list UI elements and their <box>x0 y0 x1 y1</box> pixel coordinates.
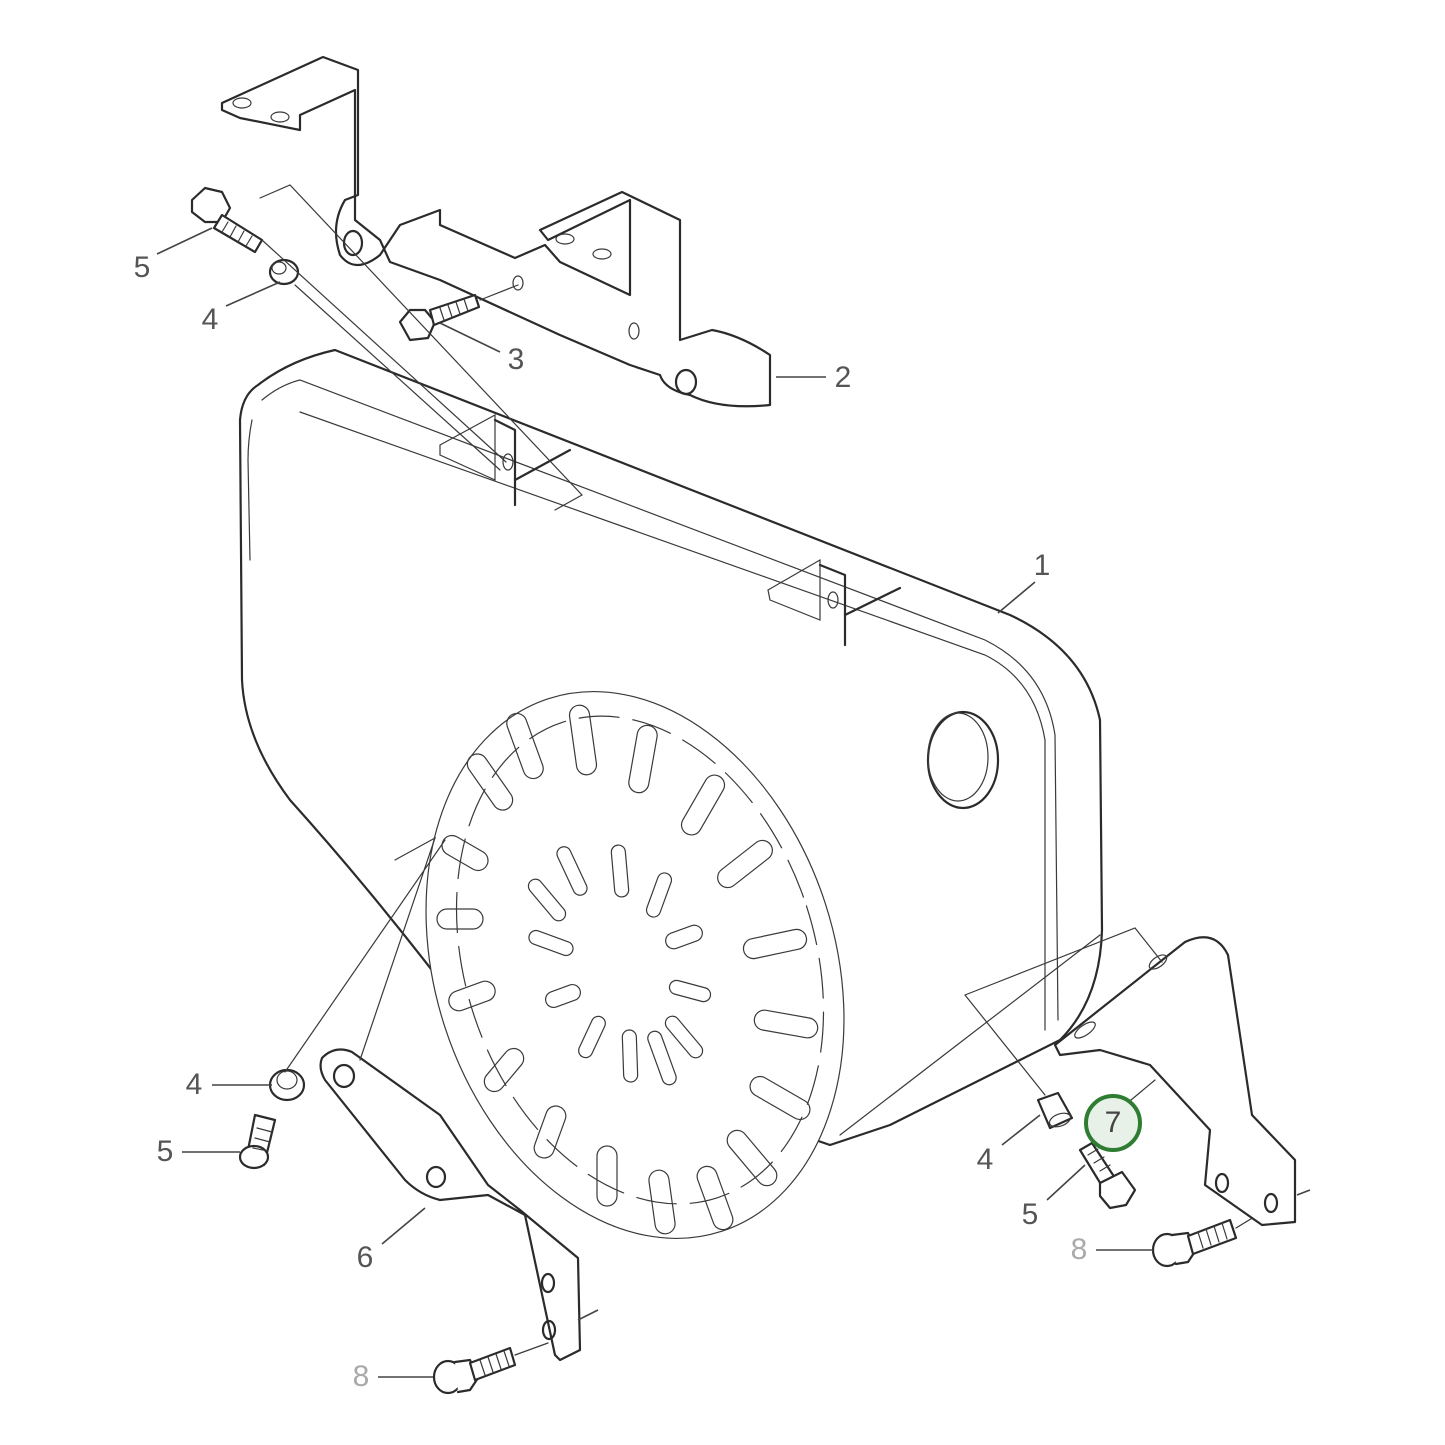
label-part-2[interactable]: 2 <box>834 361 852 394</box>
left-bracket-part-6[interactable] <box>319 1048 582 1362</box>
bolt-part-8-left[interactable] <box>432 1342 549 1395</box>
bolt-part-5-top[interactable] <box>190 186 264 254</box>
bolt-part-5-right[interactable] <box>1078 1141 1137 1210</box>
bolt-part-8-right[interactable] <box>1151 1205 1273 1268</box>
spacer-part-4-left[interactable] <box>268 1068 306 1102</box>
label-part-5-left[interactable]: 5 <box>156 1135 174 1168</box>
label-part-5-top[interactable]: 5 <box>133 251 151 284</box>
top-bracket-part-2[interactable] <box>220 55 772 408</box>
selected-callout-part-7[interactable]: 7 <box>1084 1094 1142 1152</box>
label-part-1[interactable]: 1 <box>1033 549 1051 582</box>
label-part-8-right[interactable]: 8 <box>1070 1233 1088 1266</box>
spacer-part-4-top[interactable] <box>268 258 300 286</box>
fan-grille <box>425 691 845 1239</box>
label-part-3[interactable]: 3 <box>507 343 525 376</box>
label-part-4-left[interactable]: 4 <box>185 1068 203 1101</box>
label-leaders <box>156 227 1311 1378</box>
bolt-part-5-left[interactable] <box>238 1113 277 1170</box>
right-bracket-part-7[interactable] <box>1053 936 1297 1227</box>
label-part-5-right[interactable]: 5 <box>1021 1198 1039 1231</box>
label-part-8-left[interactable]: 8 <box>352 1360 370 1393</box>
label-part-6[interactable]: 6 <box>356 1241 374 1274</box>
label-part-4-top[interactable]: 4 <box>201 303 219 336</box>
spacer-part-4-right[interactable] <box>1036 1091 1074 1130</box>
label-part-4-right[interactable]: 4 <box>976 1143 994 1176</box>
bolt-part-3[interactable] <box>398 284 519 342</box>
